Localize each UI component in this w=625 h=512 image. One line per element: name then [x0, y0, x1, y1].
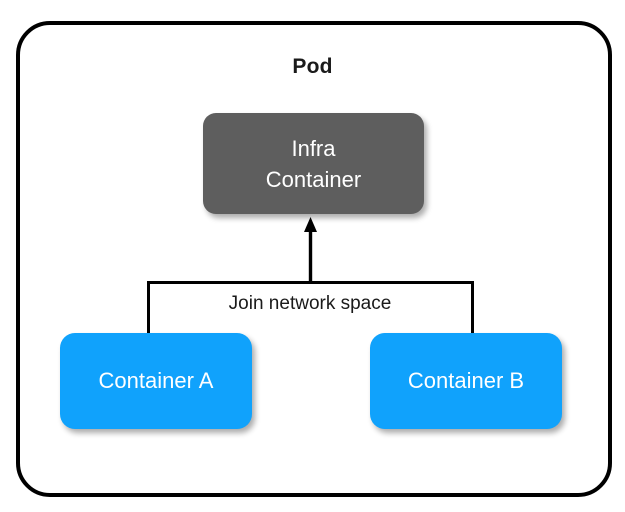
node-container-a-label: Container A: [98, 368, 214, 393]
edge-label-join-network-space: Join network space: [228, 293, 392, 314]
node-container-b[interactable]: Container B: [370, 333, 562, 429]
node-container-b-label: Container B: [407, 368, 525, 393]
node-infra-container-line-2: Container: [265, 166, 362, 192]
node-infra-container-text: Infra Container: [266, 133, 361, 195]
node-infra-container[interactable]: Infra Container: [203, 113, 424, 214]
pod-title: Pod: [292, 55, 333, 78]
node-container-a[interactable]: Container A: [60, 333, 252, 429]
node-infra-container-line-1: Infra: [291, 135, 336, 161]
